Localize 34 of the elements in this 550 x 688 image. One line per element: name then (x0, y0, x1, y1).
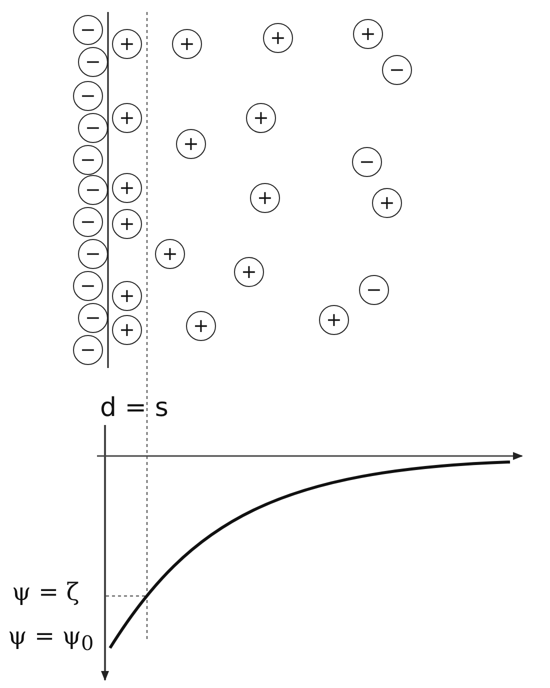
ion-symbol: + (155, 239, 185, 269)
ion-symbol: − (78, 47, 108, 77)
ion-symbol: − (73, 81, 103, 111)
ion-symbol: − (78, 239, 108, 269)
ion-symbol: − (359, 275, 389, 305)
ion-symbol: − (73, 207, 103, 237)
ion-symbol: + (112, 103, 142, 133)
ion-symbol: + (234, 257, 264, 287)
ion-symbol: + (186, 311, 216, 341)
ion-symbol: + (176, 129, 206, 159)
ion-symbol: − (73, 15, 103, 45)
ion-symbol: + (246, 103, 276, 133)
ion-symbol: + (172, 29, 202, 59)
ion-symbol: + (112, 281, 142, 311)
ion-symbol: − (78, 113, 108, 143)
ion-symbol: − (73, 145, 103, 175)
ion-symbol: + (112, 315, 142, 345)
ion-symbol: − (352, 147, 382, 177)
ion-symbol: + (112, 173, 142, 203)
ion-symbol: + (353, 19, 383, 49)
distance-label: d = s (100, 393, 168, 423)
ion-symbol: + (112, 209, 142, 239)
ion-symbol: + (250, 183, 280, 213)
potential-label: ψ = ζ (12, 578, 80, 606)
ion-symbol: − (73, 271, 103, 301)
ion-symbol: + (319, 305, 349, 335)
potential-label: ψ = ψ$_{0}$ (8, 622, 94, 655)
ion-symbol: − (382, 55, 412, 85)
ion-symbol: − (78, 175, 108, 205)
ion-symbol: − (73, 335, 103, 365)
ion-symbol: + (112, 29, 142, 59)
ion-symbol: − (78, 303, 108, 333)
ion-symbol: + (372, 188, 402, 218)
ion-symbol: + (263, 23, 293, 53)
